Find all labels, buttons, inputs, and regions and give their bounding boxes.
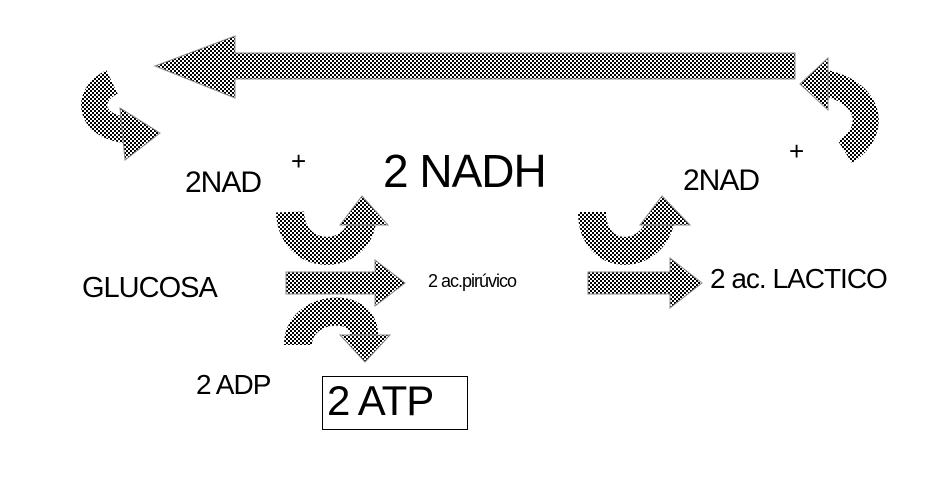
- nad-to-nadh-arrow: [276, 195, 390, 265]
- right-curved-arrow: [799, 56, 879, 163]
- nad-right-label: 2NAD: [683, 164, 760, 197]
- glucose-to-pyruvate-arrow: [285, 258, 406, 308]
- left-curved-arrow: [81, 70, 161, 161]
- nadh-to-nad-arrow: [578, 195, 692, 265]
- lactic-acid-label: 2 ac. LACTICO: [710, 263, 888, 294]
- pyruvic-acid-label: 2 ac.pirúvico: [428, 271, 517, 291]
- nad-left-label: 2NAD: [185, 166, 262, 199]
- atp-box: [322, 376, 468, 430]
- return-arrow: [153, 35, 796, 99]
- nadh-label: 2 NADH: [383, 145, 547, 197]
- adp-label: 2 ADP: [196, 369, 271, 400]
- glucose-label: GLUCOSA: [82, 272, 218, 304]
- atp-label: 2 ATP: [327, 377, 434, 424]
- nad-left-plus: +: [291, 146, 306, 176]
- nad-right-plus: +: [789, 136, 804, 166]
- adp-to-atp-arrow: [284, 297, 392, 363]
- pyruvate-to-lactate-arrow: [587, 256, 703, 310]
